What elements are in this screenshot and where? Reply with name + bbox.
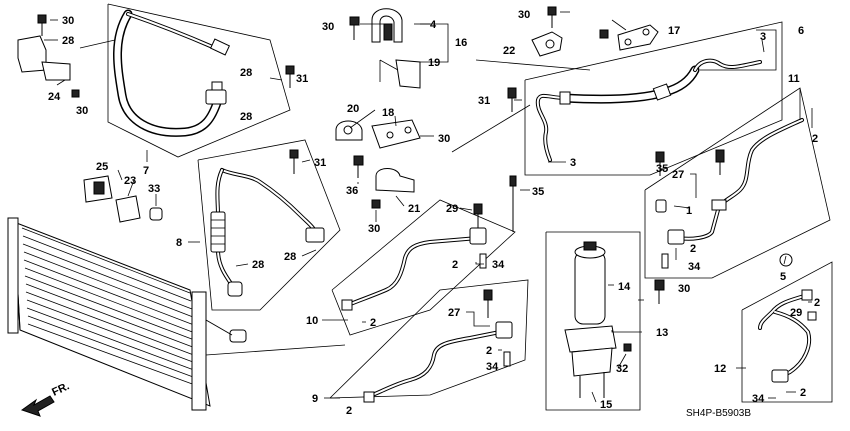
callout-28: 28 (240, 67, 252, 79)
callout-2: 2 (812, 133, 818, 145)
panel-discharge-hose (79, 3, 291, 158)
callout-2: 2 (370, 317, 376, 329)
panel-receiver-dryer (545, 231, 665, 411)
callout-3: 3 (760, 31, 766, 43)
callout-2: 2 (346, 405, 352, 417)
callout-30: 30 (322, 21, 334, 33)
callout-8: 8 (176, 237, 182, 249)
diagram-code: SH4P-B5903B (686, 408, 751, 419)
callout-27: 27 (448, 307, 460, 319)
callout-2: 2 (800, 387, 806, 399)
callout-21: 21 (408, 203, 420, 215)
callout-29: 29 (446, 203, 458, 215)
callout-17: 17 (668, 25, 680, 37)
callout-15: 15 (600, 399, 612, 411)
callout-11: 11 (788, 73, 800, 85)
callout-28: 28 (240, 111, 252, 123)
callout-29: 29 (790, 307, 802, 319)
callout-31: 31 (314, 157, 326, 169)
callout-18: 18 (382, 107, 394, 119)
callout-24: 24 (48, 91, 61, 103)
clamp-17 (617, 24, 659, 51)
callout-7: 7 (143, 165, 149, 177)
callout-33: 33 (148, 183, 160, 195)
condenser (7, 217, 346, 411)
callout-32: 32 (616, 363, 628, 375)
callout-1: 1 (686, 205, 692, 217)
panel-suction-hose (507, 21, 783, 176)
panel-line-12 (741, 253, 833, 403)
mount-parts-25-23-33 (83, 175, 163, 223)
callout-31: 31 (296, 73, 308, 85)
panel-line-9 (329, 279, 529, 403)
direction-marker-label: FR. (50, 380, 71, 398)
callout-36: 36 (346, 185, 358, 197)
callout-27: 27 (672, 169, 684, 181)
leader-lines (44, 11, 813, 403)
callout-35: 35 (656, 163, 668, 175)
callout-12: 12 (714, 363, 726, 375)
bracket-24 (17, 14, 80, 98)
clip-22 (531, 31, 563, 57)
callout-19: 19 (428, 57, 440, 69)
callout-30: 30 (678, 283, 690, 295)
panel-line-10 (331, 175, 517, 336)
callout-30: 30 (438, 133, 450, 145)
callout-34: 34 (492, 259, 505, 271)
panel-liquid-line-8 (197, 139, 341, 311)
callout-34: 34 (688, 261, 701, 273)
callout-34: 34 (752, 393, 765, 405)
clamp-4 (371, 8, 421, 89)
callout-labels: 30 28 24 30 7 31 28 28 30 4 16 19 22 30 … (48, 9, 820, 417)
callout-35: 35 (532, 186, 544, 198)
callout-31: 31 (478, 95, 490, 107)
front-direction-arrow (20, 395, 55, 417)
bolts-top (285, 6, 609, 88)
callout-28: 28 (62, 35, 74, 47)
callout-23: 23 (124, 175, 136, 187)
callout-30: 30 (62, 15, 74, 27)
callout-25: 25 (96, 161, 108, 173)
callout-3: 3 (570, 157, 576, 169)
callout-2: 2 (486, 345, 492, 357)
panel-line-11 (644, 87, 831, 279)
callout-30: 30 (518, 9, 530, 21)
callout-28: 28 (252, 259, 264, 271)
callout-30: 30 (76, 105, 88, 117)
callout-4: 4 (430, 19, 437, 31)
callout-13: 13 (656, 327, 668, 339)
callout-2: 2 (814, 297, 820, 309)
callout-10: 10 (306, 315, 318, 327)
callout-2: 2 (690, 243, 696, 255)
callout-9: 9 (312, 393, 318, 405)
callout-28: 28 (284, 251, 296, 263)
callout-5: 5 (780, 271, 786, 283)
callout-30: 30 (368, 223, 380, 235)
callout-6: 6 (798, 25, 804, 37)
callout-2: 2 (452, 259, 458, 271)
callout-34: 34 (486, 361, 499, 373)
callout-16: 16 (455, 37, 467, 49)
callout-14: 14 (618, 281, 631, 293)
callout-22: 22 (503, 45, 515, 57)
callout-20: 20 (347, 103, 359, 115)
